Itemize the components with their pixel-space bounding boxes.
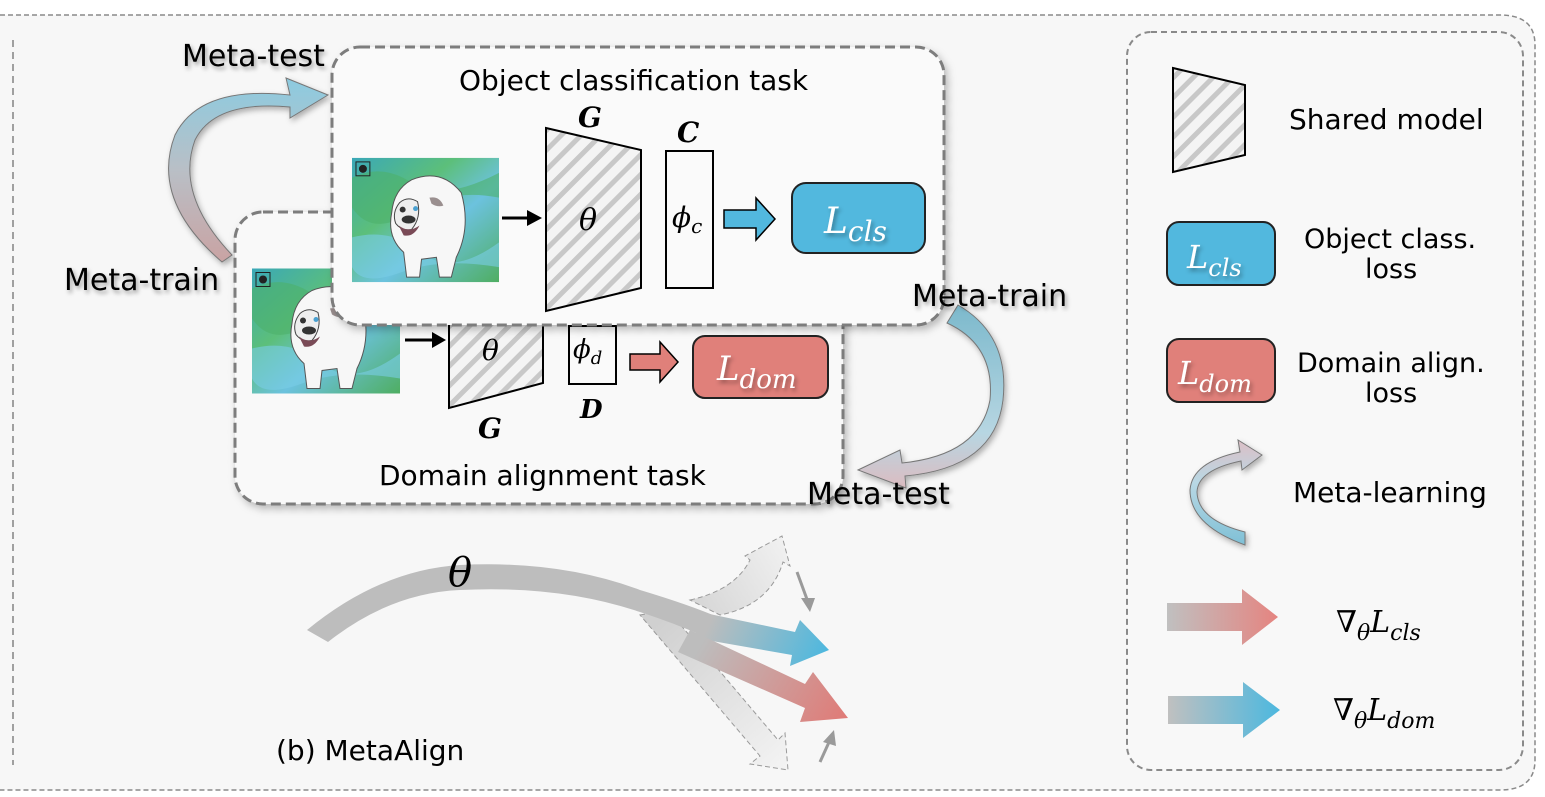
classifier-label: C	[677, 116, 700, 149]
legend-label-dom-line1: Domain align.	[1297, 348, 1485, 379]
legend-item-grad-cls: ∇θLcls	[1167, 589, 1421, 646]
legend-box	[1126, 31, 1524, 771]
blue-block-arrow-icon	[723, 196, 777, 242]
legend-cls-box-text: Lcls	[1186, 238, 1242, 282]
meta-learning-curved-arrow-icon	[1189, 438, 1263, 546]
cls-loss-box-icon	[1166, 221, 1276, 286]
arrow-right-icon	[527, 210, 542, 226]
legend-item-shared-model: Shared model	[1172, 66, 1484, 174]
legend-label-meta-learning: Meta-learning	[1293, 476, 1487, 509]
right-bottom-label: Meta-test	[807, 477, 950, 512]
discriminator-param: ϕd	[573, 335, 602, 369]
legend-label-grad-cls: ∇θLcls	[1336, 605, 1421, 646]
legend-item-grad-dom: ∇θLdom	[1168, 682, 1435, 738]
legend: Shared model Lcls Object class. loss Ldo…	[1126, 31, 1524, 771]
right-cycle-arrow	[856, 304, 1005, 489]
domain-loss-box	[692, 335, 829, 399]
cls-loss-text: Lcls	[823, 201, 887, 248]
red-gradient-arrow-icon	[1167, 589, 1278, 645]
blue-gradient-arrow-icon	[1168, 682, 1280, 738]
left-top-label: Meta-test	[182, 39, 325, 74]
small-arrow-down-icon	[801, 598, 815, 612]
faded-branch-up	[688, 535, 791, 616]
legend-label-dom-line2: loss	[1365, 378, 1417, 409]
cls-gradient-branch	[678, 630, 848, 722]
object-classification-task-box: Object classification task θ G ϕc C Lcls	[330, 45, 946, 327]
legend-label-shared-model: Shared model	[1289, 103, 1484, 136]
domain-generator-label: G	[478, 412, 502, 445]
cls-generator-shape	[545, 126, 642, 313]
cls-generator-param: θ	[579, 203, 597, 238]
arrow-right-icon	[432, 332, 446, 348]
domain-task-title: Domain alignment task	[379, 459, 707, 492]
right-top-label: Meta-train	[912, 279, 1067, 314]
dom-loss-box-icon	[1166, 338, 1276, 403]
classifier-param: ϕc	[672, 201, 702, 238]
legend-label-grad-dom: ∇θLdom	[1333, 693, 1435, 734]
shared-model-trapezoid-icon	[1172, 66, 1246, 174]
left-cycle-arrow	[168, 77, 330, 263]
red-block-arrow-icon	[629, 340, 680, 384]
domain-generator-param: θ	[482, 334, 499, 367]
legend-label-cls-line2: loss	[1365, 254, 1417, 285]
theta-label: θ	[448, 550, 472, 596]
cls-task-title: Object classification task	[459, 64, 809, 97]
legend-item-cls-loss: Lcls Object class. loss	[1166, 221, 1476, 286]
dom-gradient-branch	[695, 612, 829, 666]
legend-dom-box-text: Ldom	[1177, 354, 1252, 398]
faded-branch-down	[639, 609, 789, 771]
left-bottom-label: Meta-train	[64, 263, 219, 298]
curved-arrow-icon	[856, 304, 1005, 489]
discriminator-label: D	[579, 395, 603, 425]
legend-item-meta-learning	[1189, 438, 1263, 546]
classifier-box	[665, 150, 714, 289]
gradient-path-diagram: θ	[307, 535, 848, 771]
theta-trajectory	[307, 564, 720, 642]
figure-caption: (b) MetaAlign	[276, 734, 464, 767]
cls-loss-box	[791, 182, 926, 254]
curved-arrow-icon	[168, 77, 330, 263]
legend-item-dom-loss: Ldom Domain align. loss	[1166, 338, 1485, 409]
small-arrow-up-icon	[823, 730, 836, 746]
legend-label-cls-line1: Object class.	[1304, 224, 1476, 255]
cls-input-image	[352, 157, 499, 283]
cls-generator-label: G	[578, 101, 602, 134]
domain-loss-text: Ldom	[716, 349, 797, 395]
